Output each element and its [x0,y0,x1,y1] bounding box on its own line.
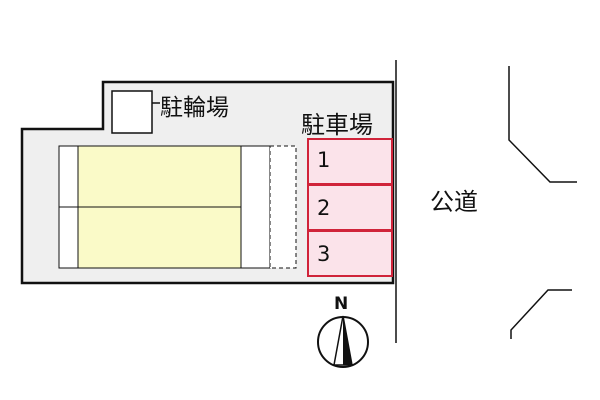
public-road-label: 公道 [430,188,478,216]
compass-north-icon [317,315,369,368]
building-unit-bottom [77,206,242,269]
bicycle-shed [111,90,153,134]
building-dashed-area [269,145,297,269]
road-edge-right-lower [510,289,572,339]
parking-space-number-1: 1 [317,148,331,172]
building-unit-top [77,145,242,208]
road-edge-right-upper [508,66,577,183]
bicycle-parking-label: 駐輪場 [160,95,229,121]
parking-space-1 [307,138,393,185]
building-right-strip [240,145,271,269]
car-parking-label: 駐車場 [301,111,373,139]
parking-space-3 [307,230,393,277]
north-label: N [334,294,349,314]
parking-space-2 [307,184,393,231]
parking-space-number-3: 3 [317,242,331,266]
parking-space-number-2: 2 [317,196,331,220]
